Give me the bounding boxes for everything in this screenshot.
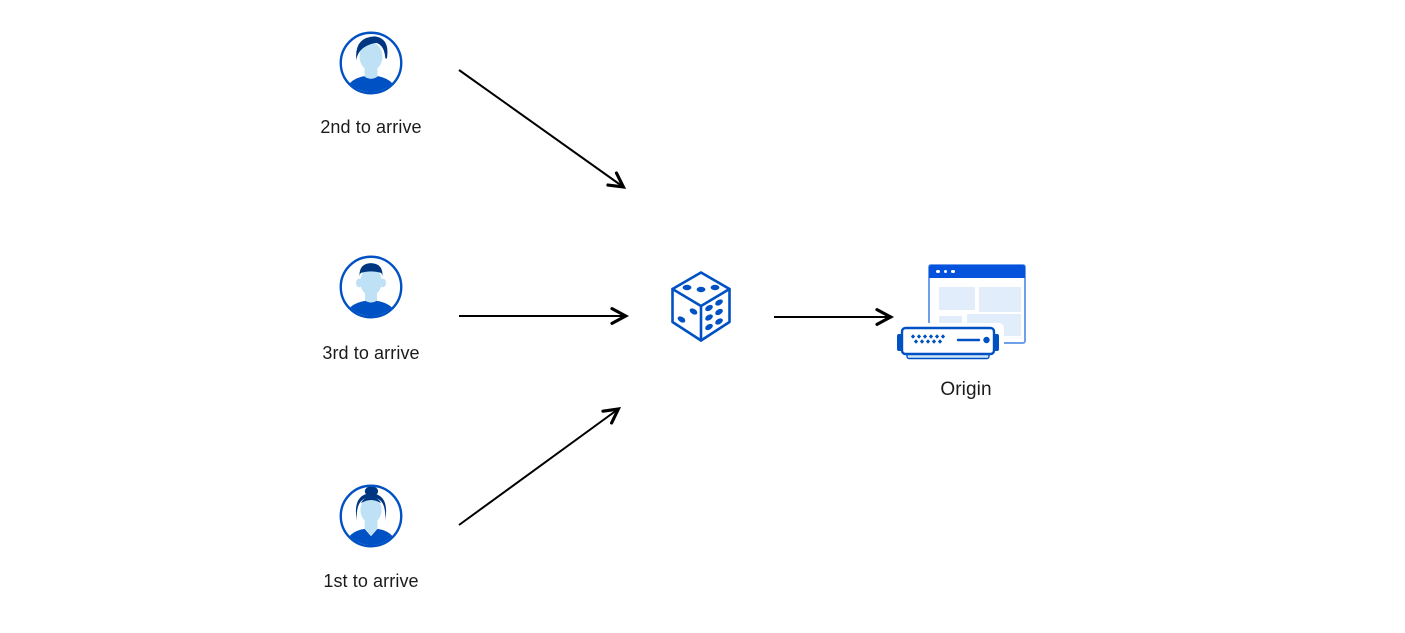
arrow-visitor2-to-selector — [458, 69, 627, 189]
visitor-2nd-label: 2nd to arrive — [320, 117, 422, 137]
browser-content-block — [939, 287, 975, 310]
visitor-1st-label: 1st to arrive — [323, 571, 419, 591]
browser-titlebar — [929, 265, 1025, 278]
titlebar-dot — [936, 269, 940, 274]
server-vents — [910, 334, 946, 344]
man-swept-hair-avatar — [339, 31, 403, 95]
titlebar-dot — [943, 269, 947, 274]
face — [359, 42, 383, 71]
woman-bun-hair-avatar — [339, 484, 403, 548]
hair — [359, 263, 383, 277]
man-short-hair-avatar — [339, 255, 403, 319]
face — [360, 497, 382, 524]
visitor-3rd-label: 3rd to arrive — [322, 343, 420, 363]
browser-content-block — [979, 287, 1021, 312]
titlebar-dot — [951, 269, 955, 274]
origin-label: Origin — [940, 379, 992, 400]
server-led — [983, 336, 990, 344]
hair-fringe — [360, 496, 382, 504]
arrow-visitor1-to-selector — [458, 407, 622, 526]
face — [360, 268, 382, 296]
dice-pips — [677, 284, 723, 331]
hair — [356, 36, 388, 61]
origin-server-icon — [892, 323, 1004, 361]
dice-icon — [671, 271, 731, 342]
